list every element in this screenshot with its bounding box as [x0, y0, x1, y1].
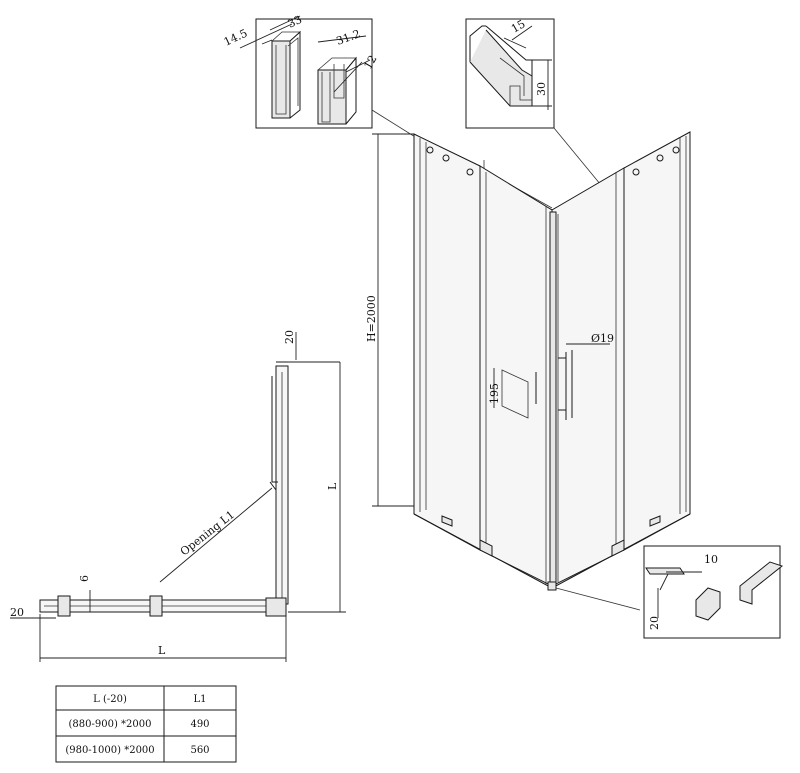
dim-33: 33	[286, 13, 304, 31]
plan-side-gap: 20	[10, 606, 24, 619]
plan-bottom-offset: 6	[78, 575, 91, 582]
table-cell: 560	[190, 745, 209, 756]
opening-label: Opening L1	[178, 508, 237, 558]
plan-height-label: L	[326, 482, 339, 490]
leader-bottom-detail	[555, 587, 641, 611]
dim-10: 10	[704, 553, 718, 566]
dim-15: 15	[509, 17, 528, 35]
dim-12: 12	[361, 53, 379, 72]
table-cell: 490	[190, 719, 209, 730]
height-label: H=2000	[365, 295, 378, 342]
table-header-l1: L1	[193, 694, 206, 705]
dim-20-detail: 20	[648, 616, 661, 630]
plan-width-label: L	[158, 644, 166, 657]
handle-spacing-label: 195	[488, 383, 501, 404]
table-cell: (880-900) *2000	[69, 719, 152, 730]
plan-top-gap: 20	[283, 330, 296, 344]
profile-detail-right	[465, 18, 555, 129]
profile-detail-bottom	[643, 545, 784, 639]
table-header-l: L (-20)	[93, 694, 127, 705]
dim-30: 30	[535, 82, 548, 96]
shower-enclosure	[372, 131, 691, 591]
leader-left-detail	[371, 109, 421, 141]
size-table	[55, 685, 237, 763]
plan-view	[10, 332, 346, 662]
handle-diameter-label: Ø19	[591, 332, 614, 345]
profile-detail-left	[239, 15, 373, 129]
table-cell: (980-1000) *2000	[65, 745, 154, 756]
